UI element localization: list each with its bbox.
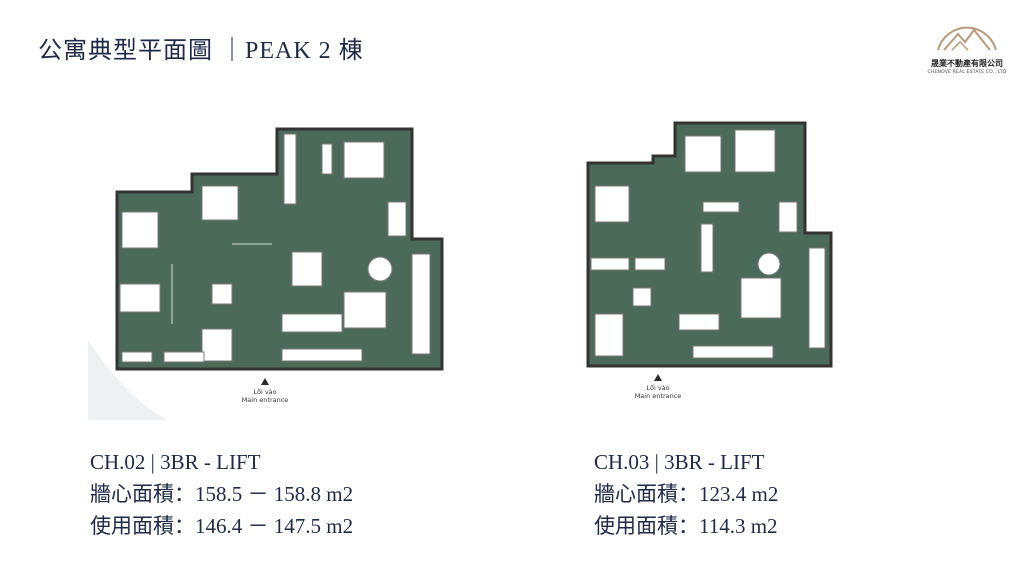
unit-code: CH.02 | 3BR - LIFT [90, 450, 261, 474]
entrance-arrow-icon [654, 374, 662, 381]
wall-area: 牆心面積：123.4 m2 [594, 482, 779, 506]
mountain-logo-icon [937, 26, 997, 51]
entrance-label-en: Main entrance [241, 396, 289, 404]
page-title: 公寓典型平面圖 ｜PEAK 2 棟 [38, 38, 364, 64]
entrance-marker-ch02: Lối vào Main entrance [225, 378, 305, 404]
usable-area: 使用面積：114.3 m2 [594, 514, 778, 538]
usable-area: 使用面積：146.4 － 147.5 m2 [90, 514, 354, 538]
logo-company-sub: CHENOVE REAL ESTATE CO., LTD [927, 70, 1007, 75]
unit-specs-ch02: CH.02 | 3BR - LIFT 牆心面積：158.5 － 158.8 m2… [90, 446, 353, 542]
unit-specs-ch03: CH.03 | 3BR - LIFT 牆心面積：123.4 m2 使用面積：11… [594, 446, 778, 542]
entrance-label-vi: Lối vào [646, 384, 670, 392]
unit-code: CH.03 | 3BR - LIFT [594, 450, 765, 474]
company-logo: 晟業不動產有限公司 CHENOVE REAL ESTATE CO., LTD [922, 6, 1012, 80]
entrance-label-en: Main entrance [634, 392, 682, 400]
entrance-arrow-icon [261, 378, 269, 385]
decorative-corner-shape [88, 340, 168, 420]
floor-plan-ch02 [115, 127, 444, 371]
floor-plan-ch03 [586, 121, 833, 368]
entrance-label-vi: Lối vào [253, 388, 277, 396]
entrance-marker-ch03: Lối vào Main entrance [618, 374, 698, 400]
wall-area: 牆心面積：158.5 － 158.8 m2 [90, 482, 354, 506]
logo-company-name: 晟業不動產有限公司 [931, 59, 1003, 68]
